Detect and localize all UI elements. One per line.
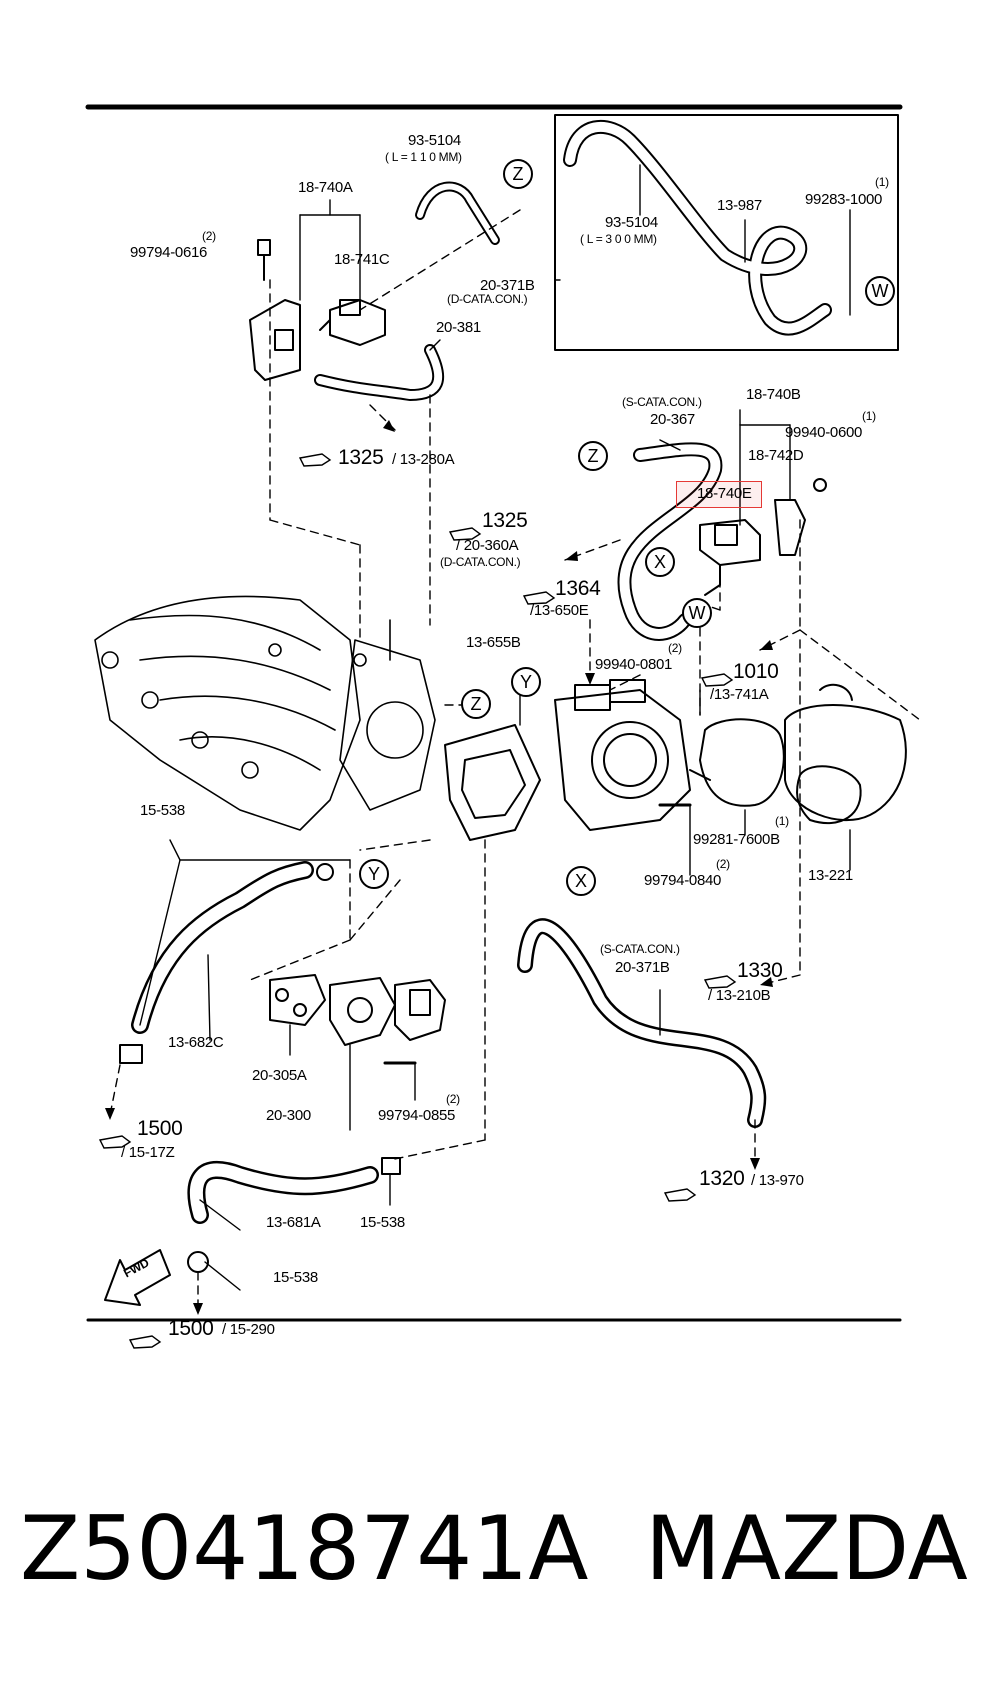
highlight-box bbox=[676, 481, 762, 508]
label-15-538: 15-538 bbox=[273, 1269, 318, 1286]
label-qty-1: (1) bbox=[875, 175, 889, 189]
hand-icon bbox=[522, 591, 556, 605]
label-20-367: 20-367 bbox=[650, 411, 695, 428]
label-99283-1000: 99283-1000 bbox=[805, 191, 883, 208]
label-99281-7600b: 99281-7600B bbox=[693, 831, 780, 848]
label-93-5104-top: 93-5104 bbox=[408, 132, 461, 149]
label-13-970: / 13-970 bbox=[751, 1172, 804, 1189]
hand-icon bbox=[663, 1188, 697, 1202]
label-length-110: ( L = 1 1 0 MM) bbox=[385, 150, 462, 164]
reference-hand-icons bbox=[98, 453, 737, 1349]
connector-x: X bbox=[566, 866, 596, 896]
label-20-305a: 20-305A bbox=[252, 1067, 307, 1084]
label-99794-0616: 99794-0616 bbox=[130, 244, 208, 261]
label-13-655b: 13-655B bbox=[466, 634, 521, 651]
label-15-538: 15-538 bbox=[140, 802, 185, 819]
label-99940-0801: 99940-0801 bbox=[595, 656, 673, 673]
label-13-280a: / 13-280A bbox=[392, 451, 455, 468]
label-13-221: 13-221 bbox=[808, 867, 853, 884]
label-13-681a: 13-681A bbox=[266, 1214, 321, 1231]
label-qty-2: (2) bbox=[668, 641, 682, 655]
hand-icon bbox=[700, 673, 734, 687]
gasket-20-305a bbox=[269, 974, 326, 1026]
intake-manifold bbox=[94, 595, 436, 831]
label-13-650e: /13-650E bbox=[530, 602, 589, 619]
label-ref-1325-a: 1325 bbox=[338, 446, 384, 469]
label-18-740b: 18-740B bbox=[746, 386, 801, 403]
iac-valve-20-300 bbox=[329, 977, 446, 1046]
label-s-cata-con: (S-CATA.CON.) bbox=[622, 395, 702, 409]
label-qty-2: (2) bbox=[446, 1092, 460, 1106]
label-s-cata-con: (S-CATA.CON.) bbox=[600, 942, 680, 956]
hand-icon bbox=[448, 527, 482, 541]
label-ref-1320: 1320 bbox=[699, 1167, 745, 1190]
label-18-740a: 18-740A bbox=[298, 179, 353, 196]
label-ref-1330: 1330 bbox=[737, 959, 783, 982]
connector-y: Y bbox=[359, 859, 389, 889]
valve-bracket-18-740a bbox=[249, 239, 386, 381]
label-qty-1: (1) bbox=[775, 814, 789, 828]
gasket-13-655b bbox=[444, 724, 541, 841]
connector-z: Z bbox=[578, 441, 608, 471]
label-20-381: 20-381 bbox=[436, 319, 481, 336]
label-qty-1: (1) bbox=[862, 409, 876, 423]
label-99794-0855: 99794-0855 bbox=[378, 1107, 456, 1124]
hand-icon bbox=[98, 1135, 132, 1149]
label-13-210b: / 13-210B bbox=[708, 987, 771, 1004]
label-99940-0600: 99940-0600 bbox=[785, 424, 863, 441]
label-d-cata-con: (D-CATA.CON.) bbox=[447, 292, 528, 306]
label-93-5104-box: 93-5104 bbox=[605, 214, 658, 231]
label-18-740e: 18-740E bbox=[697, 485, 752, 502]
label-20-371b-top: 20-371B bbox=[480, 277, 535, 294]
air-duct-13-221 bbox=[784, 683, 907, 825]
label-20-300: 20-300 bbox=[266, 1107, 311, 1124]
detail-box bbox=[554, 114, 899, 351]
connector-x: X bbox=[645, 547, 675, 577]
part-caption: Z50418741A MAZDA bbox=[20, 1505, 980, 1625]
label-length-300: ( L = 3 0 0 MM) bbox=[580, 232, 657, 246]
connector-y: Y bbox=[511, 667, 541, 697]
hand-icon bbox=[703, 975, 737, 989]
label-15-17z: / 15-17Z bbox=[121, 1144, 175, 1161]
label-ref-1364: 1364 bbox=[555, 577, 601, 600]
label-20-371b-bottom: 20-371B bbox=[615, 959, 670, 976]
connector-w: W bbox=[865, 276, 895, 306]
label-ref-1325-b: 1325 bbox=[482, 509, 528, 532]
label-qty-2: (2) bbox=[716, 857, 730, 871]
label-15-538: 15-538 bbox=[360, 1214, 405, 1231]
label-qty-2: (2) bbox=[202, 229, 216, 243]
part-number: Z50418741A bbox=[20, 1497, 589, 1600]
label-ref-1010: 1010 bbox=[733, 660, 779, 683]
throttle-body bbox=[554, 679, 691, 831]
label-18-741c: 18-741C bbox=[334, 251, 390, 268]
connector-z: Z bbox=[503, 159, 533, 189]
hose-clamp-99281 bbox=[699, 718, 785, 807]
connector-z: Z bbox=[461, 689, 491, 719]
label-d-cata-con: (D-CATA.CON.) bbox=[440, 555, 521, 569]
label-13-682c: 13-682C bbox=[168, 1034, 224, 1051]
label-ref-1500-b: 1500 bbox=[168, 1317, 214, 1340]
brand-name: MAZDA bbox=[645, 1497, 968, 1600]
hand-icon bbox=[128, 1335, 162, 1349]
label-15-290: / 15-290 bbox=[222, 1321, 275, 1338]
label-13-741a: /13-741A bbox=[710, 686, 769, 703]
label-18-742d: 18-742D bbox=[748, 447, 804, 464]
connector-w: W bbox=[682, 598, 712, 628]
label-13-987: 13-987 bbox=[717, 197, 762, 214]
label-20-360a: / 20-360A bbox=[456, 537, 519, 554]
hand-icon bbox=[298, 453, 332, 467]
label-ref-1500-a: 1500 bbox=[137, 1117, 183, 1140]
fwd-arrow bbox=[104, 1249, 171, 1306]
label-99794-0840: 99794-0840 bbox=[644, 872, 722, 889]
